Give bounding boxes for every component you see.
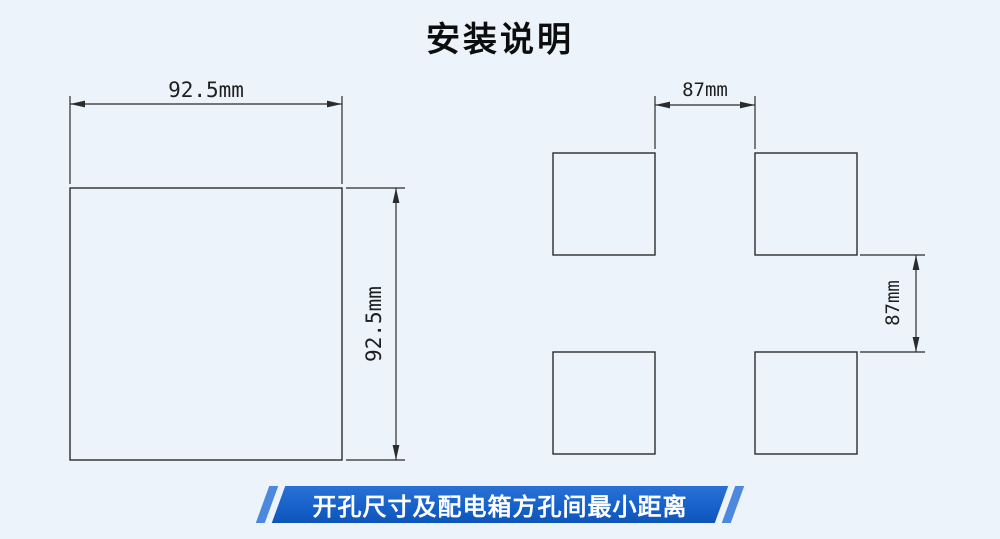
page-title: 安装说明 <box>426 21 574 59</box>
vertical-gap-dimension-lines <box>860 254 925 353</box>
banner-text: 开孔尺寸及配电箱方孔间最小距离 <box>312 494 688 521</box>
width-dimension-lines <box>69 96 343 184</box>
hole-top-right <box>754 152 858 256</box>
dimension-arrows <box>70 100 920 460</box>
banner-body: 开孔尺寸及配电箱方孔间最小距离 <box>271 486 729 523</box>
cutout-square-outline <box>69 187 343 461</box>
caption-banner: 开孔尺寸及配电箱方孔间最小距离 <box>255 486 745 523</box>
height-dimension-lines <box>346 187 405 461</box>
hole-bottom-right <box>754 351 858 455</box>
horizontal-gap-dimension-lines <box>654 96 756 149</box>
vertical-gap-label: 87mm <box>882 280 904 326</box>
hole-top-left <box>552 152 656 256</box>
hole-squares <box>552 152 858 455</box>
width-dimension-label: 92.5mm <box>168 78 244 102</box>
horizontal-gap-label: 87mm <box>682 79 728 101</box>
cutout-square <box>69 187 343 461</box>
height-dimension-label: 92.5mm <box>362 286 386 362</box>
hole-bottom-left <box>552 351 656 455</box>
